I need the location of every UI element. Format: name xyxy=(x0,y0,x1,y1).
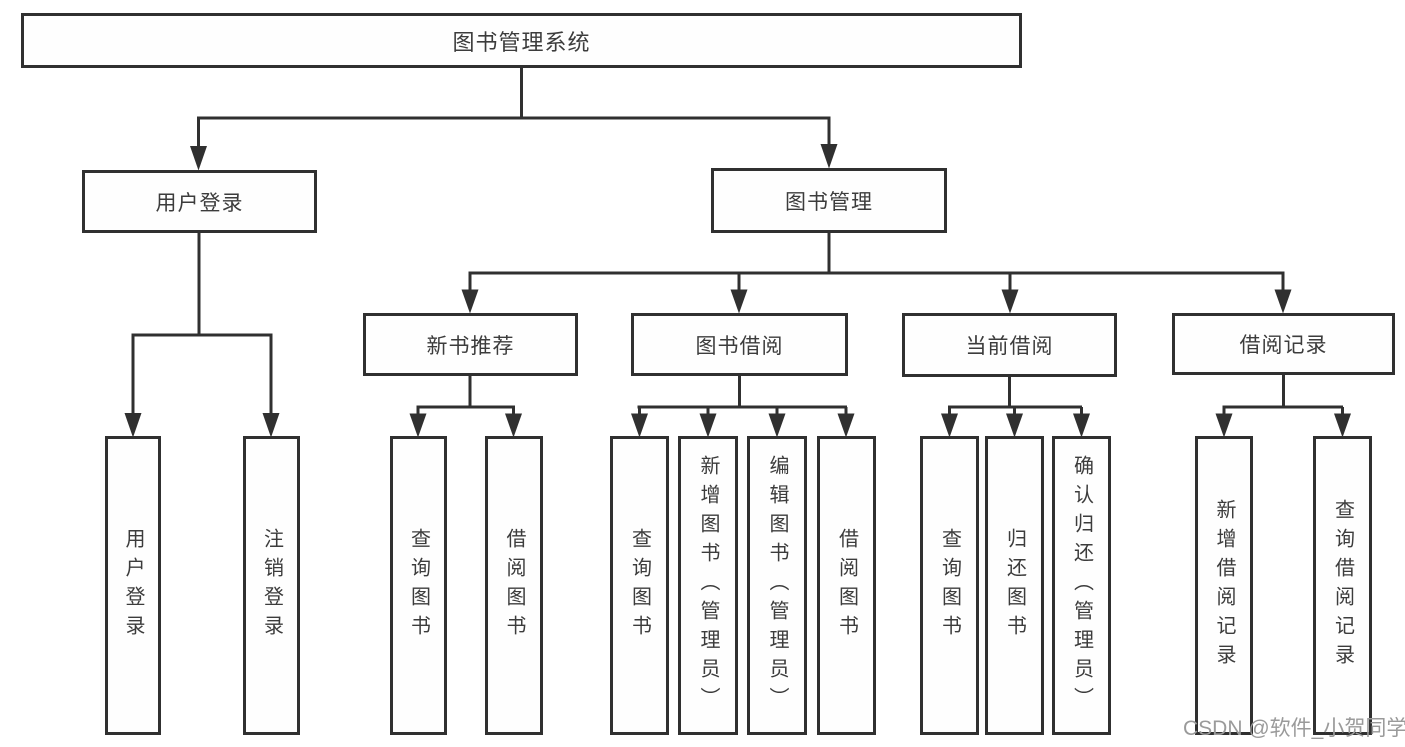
leaf-query-books-recommend: 查询图书 xyxy=(390,436,447,735)
connector-borrow-records-children xyxy=(1215,375,1351,438)
connector-user-login-children xyxy=(124,233,280,438)
node-user-login: 用户登录 xyxy=(82,170,317,233)
arrowhead xyxy=(837,413,855,438)
arrowhead xyxy=(505,413,522,438)
node-library-management-system: 图书管理系统 xyxy=(21,13,1022,68)
node-borrow-records: 借阅记录 xyxy=(1172,313,1395,375)
arrowhead xyxy=(124,413,142,438)
connector-new-book-recommend-children xyxy=(409,376,522,438)
arrowhead xyxy=(631,413,648,438)
arrowhead xyxy=(1334,413,1351,438)
connector-book-management-children xyxy=(461,233,1292,314)
leaf-add-book-admin: 新增图书（管理员） xyxy=(678,436,738,735)
node-current-borrow: 当前借阅 xyxy=(902,313,1117,377)
arrowhead xyxy=(730,289,748,314)
connector-book-borrow-children xyxy=(631,376,855,438)
arrowhead xyxy=(409,413,427,438)
arrowhead xyxy=(768,413,786,438)
arrowhead xyxy=(190,146,207,171)
leaf-query-books-current: 查询图书 xyxy=(920,436,979,735)
arrowhead xyxy=(941,413,958,438)
connector-root-to-level2 xyxy=(190,68,838,171)
leaf-query-books-borrow: 查询图书 xyxy=(610,436,669,735)
leaf-add-borrow-record: 新增借阅记录 xyxy=(1195,436,1253,735)
csdn-watermark: CSDN @软件_小贺同学 xyxy=(1183,717,1405,740)
arrowhead xyxy=(1006,413,1023,438)
leaf-return-book: 归还图书 xyxy=(985,436,1044,735)
connector-current-borrow-children xyxy=(941,377,1090,438)
leaf-user-login: 用户登录 xyxy=(105,436,161,735)
arrowhead xyxy=(262,413,280,438)
arrowhead xyxy=(1073,413,1090,438)
node-book-borrow: 图书借阅 xyxy=(631,313,848,376)
leaf-borrow-books-borrow: 借阅图书 xyxy=(817,436,876,735)
arrowhead xyxy=(1274,289,1292,314)
leaf-edit-book-admin: 编辑图书（管理员） xyxy=(747,436,807,735)
node-book-management: 图书管理 xyxy=(711,168,947,233)
arrowhead xyxy=(1215,413,1233,438)
arrowhead xyxy=(820,144,838,169)
leaf-query-borrow-record: 查询借阅记录 xyxy=(1313,436,1372,735)
arrowhead xyxy=(1001,289,1019,314)
arrowhead xyxy=(699,413,717,438)
leaf-borrow-books-recommend: 借阅图书 xyxy=(485,436,543,735)
arrowhead xyxy=(461,289,479,314)
node-new-book-recommend: 新书推荐 xyxy=(363,313,578,376)
leaf-confirm-return-admin: 确认归还（管理员） xyxy=(1052,436,1111,735)
leaf-logout: 注销登录 xyxy=(243,436,300,735)
